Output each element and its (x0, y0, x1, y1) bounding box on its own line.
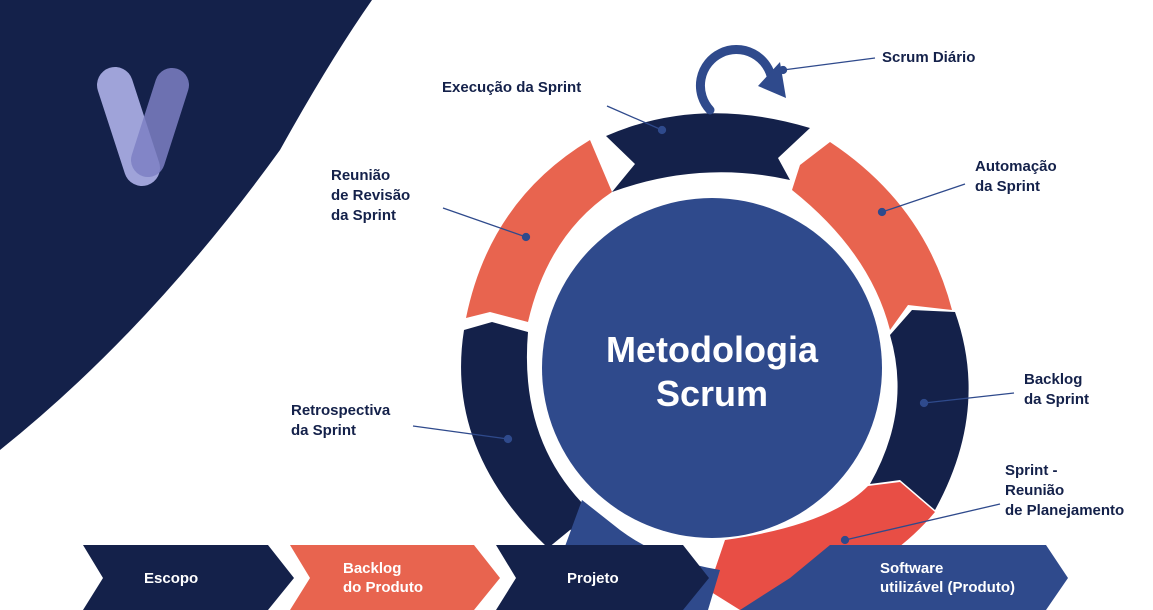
label-scrum-diario: Scrum Diário (882, 49, 976, 66)
segment-planejamento (708, 482, 935, 610)
cycle-arrow-icon (695, 45, 786, 115)
label-retrospectiva: Retrospectiva da Sprint (291, 402, 391, 439)
chevron-projeto (496, 545, 709, 610)
process-flow (83, 545, 1068, 610)
chevron-backlog-produto (290, 545, 500, 610)
chevron-label-escopo: Escopo (144, 570, 199, 587)
label-execucao: Execução da Sprint (442, 79, 582, 96)
segment-execucao (606, 113, 810, 192)
segment-backlog-sprint (870, 310, 969, 510)
center-title: Metodologia Scrum (606, 329, 818, 414)
label-planejamento: Sprint - Reunião de Planejamento (1005, 462, 1125, 519)
segment-automacao (792, 142, 952, 330)
segment-retrospectiva (461, 322, 600, 548)
label-automacao: Automação da Sprint (975, 158, 1057, 195)
leader-lines (412, 57, 1015, 545)
chevron-software (740, 545, 1068, 610)
segment-revisao (466, 140, 612, 322)
v-logo-icon (97, 67, 189, 186)
center-circle (542, 198, 882, 538)
chevron-label-projeto: Projeto (567, 570, 619, 587)
label-revisao: Reunião de Revisão da Sprint (331, 167, 411, 224)
chevron-label-software: Software utilizável (Produto) (880, 560, 1015, 596)
chevron-escopo (83, 545, 294, 610)
label-backlog-sprint: Backlog da Sprint (1024, 371, 1090, 408)
chevron-label-backlog-produto: Backlog do Produto (343, 560, 423, 596)
corner-panel (0, 0, 372, 450)
